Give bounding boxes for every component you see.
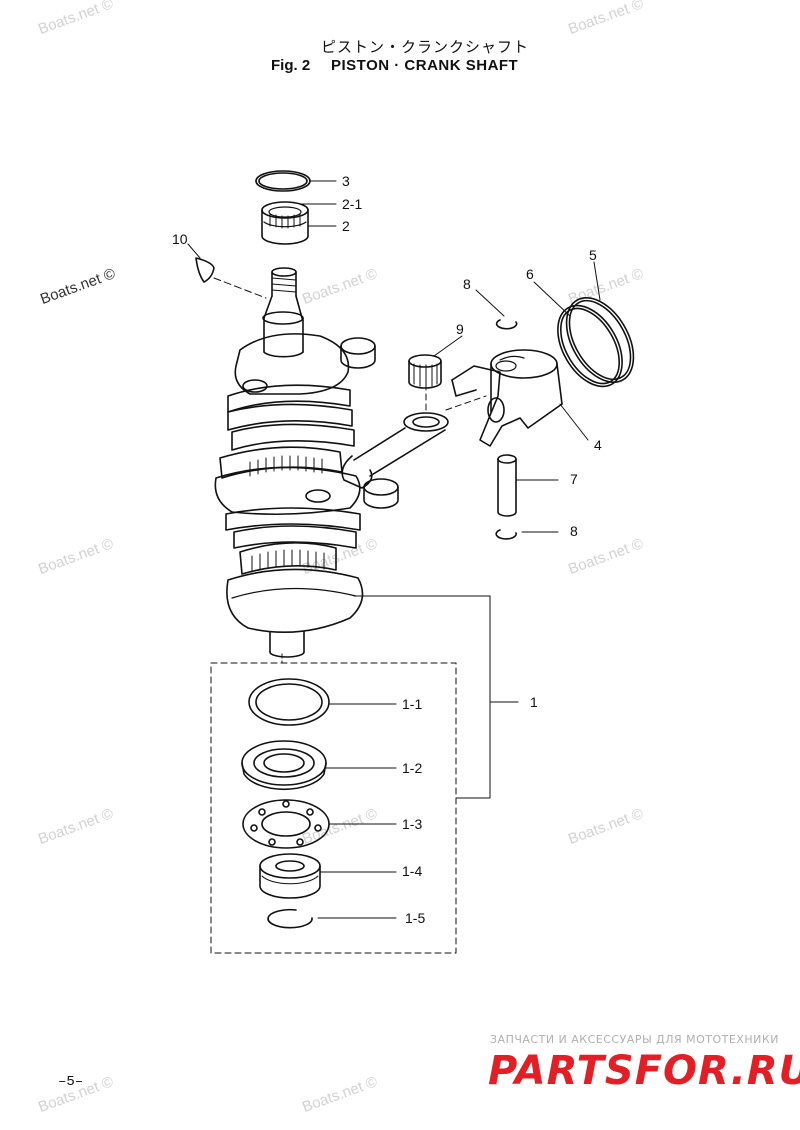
part-3-ring bbox=[255, 170, 311, 192]
figure-title: PISTON · CRANK SHAFT bbox=[331, 57, 519, 74]
title-japanese: ピストン・クランクシャフト bbox=[320, 38, 529, 56]
callout-8-upper: 8 bbox=[463, 276, 471, 292]
callout-3: 3 bbox=[342, 173, 350, 189]
part-2-bearing bbox=[261, 201, 309, 245]
part-1-4-bushing bbox=[259, 853, 321, 899]
callout-8-lower: 8 bbox=[570, 523, 578, 539]
piston-dashed-leader bbox=[445, 395, 487, 411]
part-8-circlip-upper bbox=[495, 319, 518, 330]
part-4-piston bbox=[451, 349, 563, 447]
callout-7: 7 bbox=[570, 471, 578, 487]
part-10-key bbox=[195, 257, 215, 283]
part-5-6-rings bbox=[557, 296, 635, 388]
part-1-3-plate bbox=[242, 799, 330, 849]
callout-1-3: 1-3 bbox=[402, 816, 423, 832]
part-8-circlip-lower bbox=[495, 529, 517, 540]
brand-tagline: ЗАПЧАСТИ И АКСЕССУАРЫ ДЛЯ МОТОТЕХНИКИ bbox=[490, 1033, 779, 1046]
callout-10: 10 bbox=[172, 231, 188, 247]
callout-5: 5 bbox=[589, 247, 597, 263]
part-9-needle-bearing bbox=[408, 354, 442, 389]
callout-4: 4 bbox=[594, 437, 602, 453]
brand-logo: PARTSFOR.RU bbox=[488, 1048, 800, 1094]
callout-6: 6 bbox=[526, 266, 534, 282]
callout-1: 1 bbox=[530, 694, 538, 710]
callout-1-5: 1-5 bbox=[405, 910, 426, 926]
callout-2-1: 2-1 bbox=[342, 196, 363, 212]
part-1-2-ball-bearing bbox=[241, 740, 327, 791]
sub-assembly-dashed-box bbox=[210, 662, 457, 954]
figure-label: Fig. 2 bbox=[271, 57, 311, 74]
callout-1-4: 1-4 bbox=[402, 863, 423, 879]
part-1-5-snap-ring bbox=[267, 908, 313, 929]
callout-9: 9 bbox=[456, 321, 464, 337]
leader-lines bbox=[187, 180, 601, 919]
part-1-1-seal bbox=[248, 678, 330, 726]
callout-1-2: 1-2 bbox=[402, 760, 423, 776]
crankshaft bbox=[214, 267, 399, 658]
callout-2: 2 bbox=[342, 218, 350, 234]
key-dashed-leader bbox=[213, 277, 267, 299]
part-7-piston-pin bbox=[497, 454, 517, 517]
page-number: –5– bbox=[58, 1074, 84, 1090]
connecting-rod bbox=[341, 412, 449, 489]
callout-1-1: 1-1 bbox=[402, 696, 423, 712]
